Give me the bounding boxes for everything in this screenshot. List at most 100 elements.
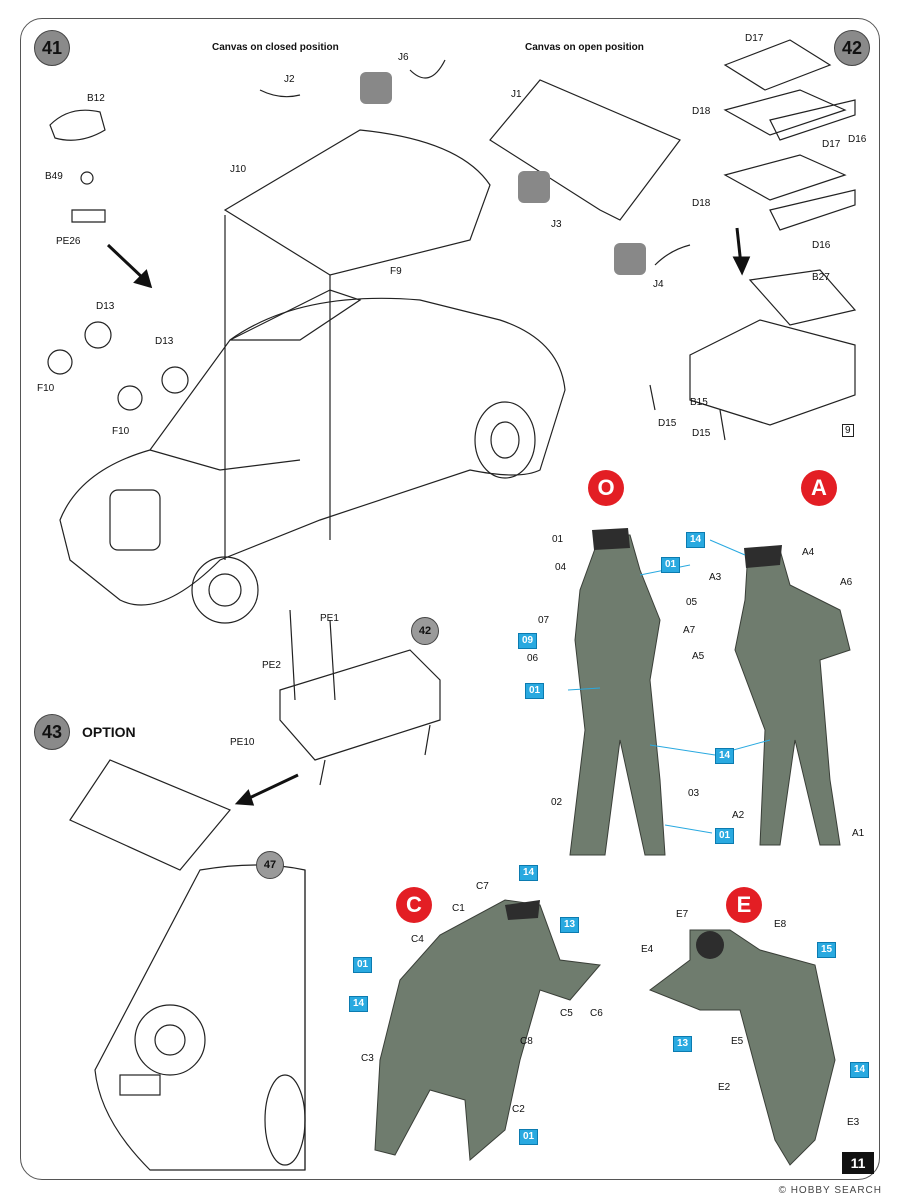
canvas-open [489, 79, 681, 221]
figure-o-label: 09 [518, 633, 538, 649]
car-grille [109, 489, 161, 551]
step-43-badge: 43 [34, 714, 70, 750]
figure-e-label: E7 [676, 909, 689, 920]
figure-e-label: E4 [641, 944, 654, 955]
figure-o-label: 01 [552, 534, 564, 545]
figure-o-label: 01 [661, 557, 681, 573]
part-label: 9 [842, 424, 854, 437]
part-label: D15 [692, 428, 711, 439]
figure-e-label: 15 [817, 942, 837, 958]
flip-icon [614, 243, 646, 275]
caption-canvas-open: Canvas on open position [525, 42, 644, 53]
figure-o-label: 07 [538, 615, 550, 626]
part-label: J10 [230, 164, 247, 175]
part-label: PE26 [56, 236, 81, 247]
part-label: J3 [551, 219, 562, 230]
figure-c-badge: C [396, 887, 432, 923]
figure-e-label: E5 [731, 1036, 744, 1047]
figure-e-badge: E [726, 887, 762, 923]
watermark-text: © HOBBY SEARCH [778, 1185, 882, 1196]
part-label: B49 [45, 171, 63, 182]
figure-e-label: E2 [718, 1082, 731, 1093]
car-body [59, 297, 566, 606]
part-label: D17 [822, 139, 841, 150]
figure-c-label: 01 [353, 957, 373, 973]
figure-c-label: C5 [560, 1008, 573, 1019]
canvas-roof [223, 129, 491, 276]
part-label: F9 [390, 266, 402, 277]
page-number: 11 [842, 1152, 874, 1174]
crate-top [723, 39, 832, 91]
part-label: F10 [37, 383, 55, 394]
figure-c-label: C6 [590, 1008, 603, 1019]
part-label: D16 [848, 134, 867, 145]
figure-o-label: 04 [555, 562, 567, 573]
figure-c [374, 899, 601, 1162]
figure-a [734, 549, 851, 846]
figure-c-label: C2 [512, 1104, 525, 1115]
figure-c-label: 01 [519, 1129, 539, 1145]
figure-c-label: C3 [361, 1053, 374, 1064]
figure-o-label: 05 [686, 597, 698, 608]
figure-o [569, 534, 666, 856]
ref-step-47-badge: 47 [256, 851, 284, 879]
part-label: B15 [690, 397, 708, 408]
figure-o-label: 14 [715, 748, 735, 764]
figure-c-label: C8 [520, 1036, 533, 1047]
part-label: PE1 [320, 613, 339, 624]
flip-icon [360, 72, 392, 104]
figure-e-label: E3 [847, 1117, 860, 1128]
figure-e-label: 13 [673, 1036, 693, 1052]
part-label: D13 [96, 301, 115, 312]
trunk-rack [69, 759, 231, 871]
figure-e-label: E8 [774, 919, 787, 930]
part-label: PE10 [230, 737, 255, 748]
part-label: J1 [511, 89, 522, 100]
part-label: F10 [112, 426, 130, 437]
figure-c-label: 14 [519, 865, 539, 881]
figure-o-badge: O [588, 470, 624, 506]
figure-o-label: 03 [688, 788, 700, 799]
figure-a-badge: A [801, 470, 837, 506]
figure-c-label: 13 [560, 917, 580, 933]
rear-wheel [474, 401, 536, 479]
part-label: D18 [692, 106, 711, 117]
option-label: OPTION [82, 724, 136, 740]
figure-o-label: 14 [686, 532, 706, 548]
part-label: B27 [812, 272, 830, 283]
figure-c-label: C4 [411, 934, 424, 945]
figure-e [648, 929, 836, 1166]
figure-o-label: 06 [527, 653, 539, 664]
luggage-rack [279, 649, 441, 761]
part-label: J4 [653, 279, 664, 290]
figure-c-label: C1 [452, 903, 465, 914]
part-label: D16 [812, 240, 831, 251]
part-label: D15 [658, 418, 677, 429]
figure-a-label: A2 [732, 810, 745, 821]
caption-canvas-closed: Canvas on closed position [212, 42, 339, 53]
figure-a-label: A1 [852, 828, 865, 839]
part-label: B12 [87, 93, 105, 104]
figure-a-label: A4 [802, 547, 815, 558]
step-41-badge: 41 [34, 30, 70, 66]
page-frame [20, 18, 880, 1180]
part-label: D17 [745, 33, 764, 44]
figure-a-label: A7 [683, 625, 696, 636]
cargo-box [689, 319, 856, 426]
part-label: J2 [284, 74, 295, 85]
part-label: D13 [155, 336, 174, 347]
part-label: J6 [398, 52, 409, 63]
part-label: D18 [692, 198, 711, 209]
spare-wheel [134, 1004, 206, 1076]
figure-c-label: 14 [349, 996, 369, 1012]
step-42-badge: 42 [834, 30, 870, 66]
figure-a-label: A6 [840, 577, 853, 588]
figure-o-label: 01 [715, 828, 735, 844]
figure-e-label: 14 [850, 1062, 870, 1078]
figure-a-label: A5 [692, 651, 705, 662]
figure-o-label: 01 [525, 683, 545, 699]
ref-step-42-badge: 42 [411, 617, 439, 645]
part-b12 [49, 109, 106, 141]
figure-o-label: 02 [551, 797, 563, 808]
